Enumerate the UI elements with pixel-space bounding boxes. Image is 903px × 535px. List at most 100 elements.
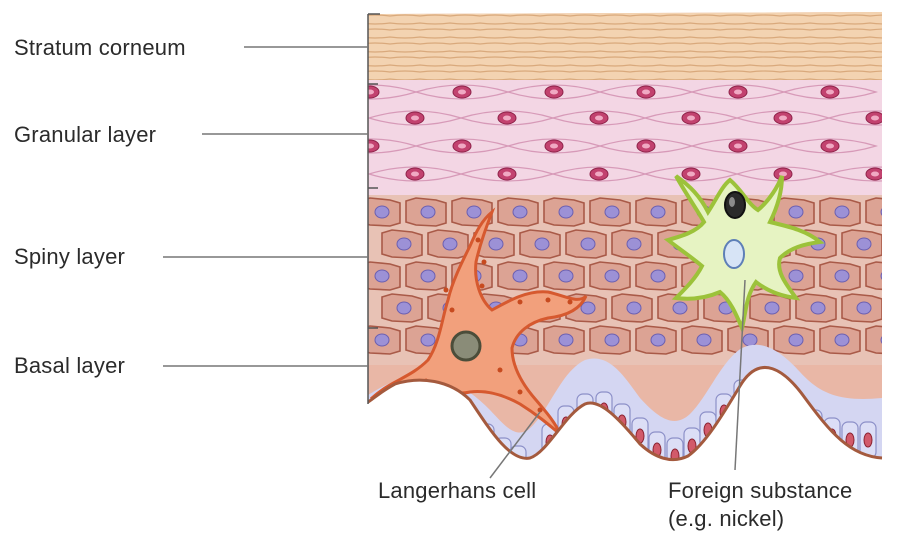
basal-nucleus — [756, 385, 764, 399]
label-basal-layer: Basal layer — [14, 353, 125, 379]
langerhans-granule — [546, 298, 551, 303]
spiny-nucleus — [559, 334, 573, 346]
langerhans-granule — [450, 308, 455, 313]
spiny-nucleus — [535, 238, 549, 250]
basal-cell — [596, 392, 612, 428]
basal-nucleus — [810, 421, 818, 435]
basal-cell — [577, 394, 593, 430]
spiny-nucleus — [421, 206, 435, 218]
basal-cell — [752, 374, 768, 410]
granular-nucleus-core — [503, 172, 511, 177]
spiny-nucleus — [467, 206, 481, 218]
spiny-nucleus — [857, 238, 871, 250]
basal-nucleus — [376, 413, 384, 427]
spiny-nucleus — [857, 302, 871, 314]
langerhans-granule — [568, 300, 573, 305]
spiny-nucleus — [881, 334, 895, 346]
granular-nucleus-core — [687, 116, 695, 121]
granular-nucleus-core — [411, 172, 419, 177]
basal-cell — [788, 396, 804, 432]
spiny-nucleus — [581, 302, 595, 314]
granular-nucleus-core — [595, 116, 603, 121]
basal-cell — [417, 392, 433, 428]
granular-nucleus-core — [734, 144, 742, 149]
langerhans-granule — [480, 284, 485, 289]
granular-nucleus-core — [503, 116, 511, 121]
spiny-cell — [866, 326, 903, 354]
spiny-nucleus — [605, 206, 619, 218]
spiny-nucleus — [421, 270, 435, 282]
granular-nucleus-core — [550, 90, 558, 95]
spiny-nucleus — [421, 334, 435, 346]
spiny-nucleus — [627, 238, 641, 250]
basal-nucleus — [482, 435, 490, 449]
spiny-nucleus — [651, 206, 665, 218]
basal-nucleus — [398, 405, 406, 419]
basal-cell — [558, 406, 574, 442]
spiny-nucleus — [559, 206, 573, 218]
langerhans-granule — [518, 390, 523, 395]
spiny-nucleus — [881, 270, 895, 282]
langerhans-granule — [444, 288, 449, 293]
granular-nucleus-core — [458, 90, 466, 95]
label-langerhans-cell: Langerhans cell — [378, 478, 536, 504]
langerhans-granule — [482, 260, 487, 265]
label-spiny-layer: Spiny layer — [14, 244, 125, 270]
langerhans-nucleus — [452, 332, 480, 360]
spiny-nucleus — [765, 302, 779, 314]
spiny-nucleus — [397, 302, 411, 314]
basal-cell — [770, 380, 786, 416]
basal-nucleus — [864, 433, 872, 447]
basal-nucleus — [514, 457, 522, 471]
spiny-nucleus — [673, 302, 687, 314]
spiny-nucleus — [443, 238, 457, 250]
granular-nucleus-core — [826, 90, 834, 95]
granular-nucleus-core — [871, 172, 879, 177]
basal-cell — [460, 410, 476, 446]
granular-layer-region — [324, 80, 903, 198]
basal-nucleus — [443, 409, 451, 423]
granular-nucleus-core — [871, 116, 879, 121]
granular-nucleus-core — [642, 144, 650, 149]
spiny-nucleus — [651, 270, 665, 282]
stratum-corneum-layer — [360, 10, 903, 82]
basal-nucleus — [774, 391, 782, 405]
spiny-nucleus — [789, 206, 803, 218]
spiny-nucleus — [605, 334, 619, 346]
spiny-nucleus — [605, 270, 619, 282]
spiny-nucleus — [397, 238, 411, 250]
label-stratum-corneum: Stratum corneum — [14, 35, 186, 61]
spiny-cell — [866, 262, 903, 290]
label-foreign-substance: Foreign substance — [668, 478, 852, 504]
tissue — [324, 0, 903, 482]
granular-nucleus-core — [550, 144, 558, 149]
langerhans-granule — [498, 368, 503, 373]
dendritic-nucleus — [724, 240, 744, 268]
granular-nucleus-core — [411, 116, 419, 121]
granular-nucleus-core — [734, 90, 742, 95]
spiny-nucleus — [789, 334, 803, 346]
granular-nucleus-core — [366, 144, 374, 149]
basal-cell — [372, 402, 388, 438]
spiny-nucleus — [559, 270, 573, 282]
langerhans-granule — [476, 238, 481, 243]
basal-nucleus — [421, 403, 429, 417]
spiny-nucleus — [375, 334, 389, 346]
spiny-nucleus — [789, 270, 803, 282]
basal-nucleus — [464, 421, 472, 435]
langerhans-granule — [518, 300, 523, 305]
langerhans-granule — [390, 392, 395, 397]
spiny-nucleus — [375, 206, 389, 218]
granular-nucleus-core — [595, 172, 603, 177]
label-foreign-substance-example: (e.g. nickel) — [668, 506, 784, 532]
basal-cell — [439, 398, 455, 434]
granular-nucleus-core — [458, 144, 466, 149]
spiny-nucleus — [881, 206, 895, 218]
granular-nucleus-core — [687, 172, 695, 177]
granular-nucleus-core — [826, 144, 834, 149]
spiny-cell — [866, 198, 903, 226]
spiny-nucleus — [835, 270, 849, 282]
spiny-nucleus — [743, 334, 757, 346]
granular-nucleus-core — [642, 90, 650, 95]
